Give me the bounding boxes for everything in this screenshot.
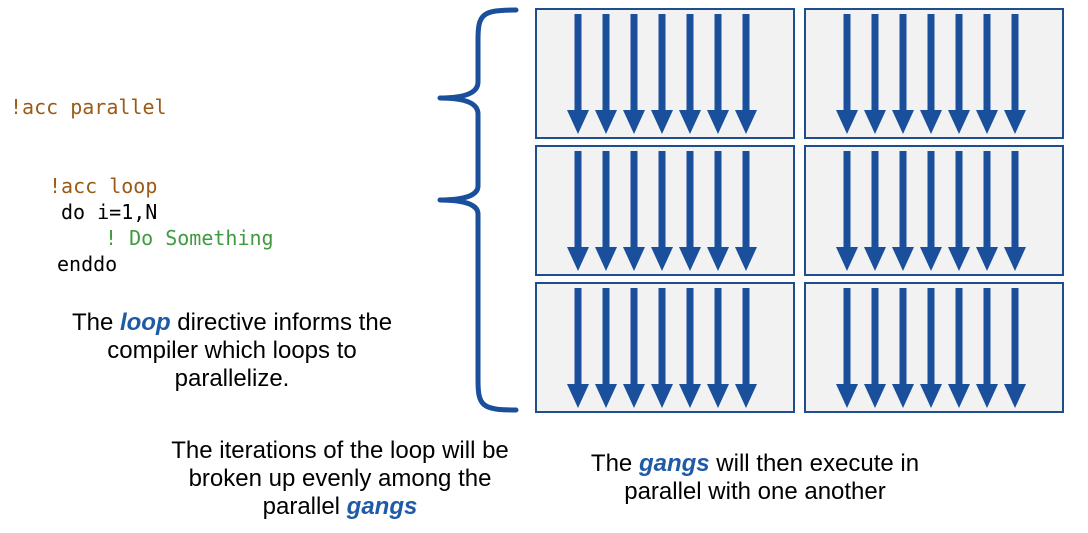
- thread-arrow: [567, 288, 589, 408]
- thread-arrow: [864, 14, 886, 134]
- thread-arrow: [735, 288, 757, 408]
- thread-arrow: [735, 14, 757, 134]
- thread-arrow: [595, 288, 617, 408]
- thread-arrow: [836, 288, 858, 408]
- gangs-caption-after: will then execute in parallel with one a…: [624, 450, 920, 505]
- do-statement: do i=1,N: [61, 200, 158, 224]
- iterations-caption-before: The iterations of the loop will be broke…: [171, 437, 509, 520]
- thread-arrow: [707, 151, 729, 271]
- thread-arrow: [623, 288, 645, 408]
- thread-arrow: [836, 151, 858, 271]
- iterations-caption-emphasis: gangs: [346, 493, 418, 520]
- iterations-caption: The iterations of the loop will be broke…: [170, 437, 510, 521]
- thread-arrow: [976, 288, 998, 408]
- comment-statement: ! Do Something: [105, 226, 274, 250]
- thread-arrow: [595, 14, 617, 134]
- thread-arrow: [707, 14, 729, 134]
- thread-arrow: [920, 288, 942, 408]
- thread-arrow: [976, 151, 998, 271]
- thread-arrow: [679, 288, 701, 408]
- thread-arrow: [948, 14, 970, 134]
- thread-arrow: [651, 14, 673, 134]
- loop-caption-after: directive informs the compiler which loo…: [107, 309, 393, 392]
- enddo-statement: enddo: [57, 252, 118, 276]
- thread-arrow: [948, 151, 970, 271]
- thread-arrow: [892, 14, 914, 134]
- thread-arrow: [707, 288, 729, 408]
- thread-arrow: [864, 151, 886, 271]
- loop-caption: The loop directive informs the compiler …: [62, 309, 402, 393]
- thread-arrow: [567, 14, 589, 134]
- curly-brace: [437, 7, 519, 413]
- thread-arrow: [679, 14, 701, 134]
- thread-arrow: [623, 14, 645, 134]
- thread-arrow: [864, 288, 886, 408]
- thread-arrow: [679, 151, 701, 271]
- thread-arrow: [892, 151, 914, 271]
- loop-caption-before: The: [71, 309, 120, 336]
- thread-arrow: [836, 14, 858, 134]
- gangs-caption: The gangs will then execute in parallel …: [580, 450, 930, 506]
- thread-arrow: [651, 288, 673, 408]
- gangs-caption-emphasis: gangs: [638, 450, 710, 477]
- thread-arrow: [735, 151, 757, 271]
- gangs-caption-before: The: [590, 450, 639, 477]
- thread-arrow: [567, 151, 589, 271]
- parallel-directive: !acc parallel: [10, 95, 167, 119]
- thread-arrow: [651, 151, 673, 271]
- thread-arrow: [595, 151, 617, 271]
- loop-caption-emphasis: loop: [119, 309, 171, 336]
- loop-directive: !acc loop: [49, 174, 158, 198]
- thread-arrow: [623, 151, 645, 271]
- gang-grid: [535, 8, 1064, 413]
- thread-arrow: [948, 288, 970, 408]
- thread-arrow: [920, 14, 942, 134]
- thread-arrow: [1004, 14, 1026, 134]
- thread-arrow: [1004, 151, 1026, 271]
- thread-arrow: [1004, 288, 1026, 408]
- thread-arrow: [920, 151, 942, 271]
- thread-arrow: [976, 14, 998, 134]
- thread-arrow: [892, 288, 914, 408]
